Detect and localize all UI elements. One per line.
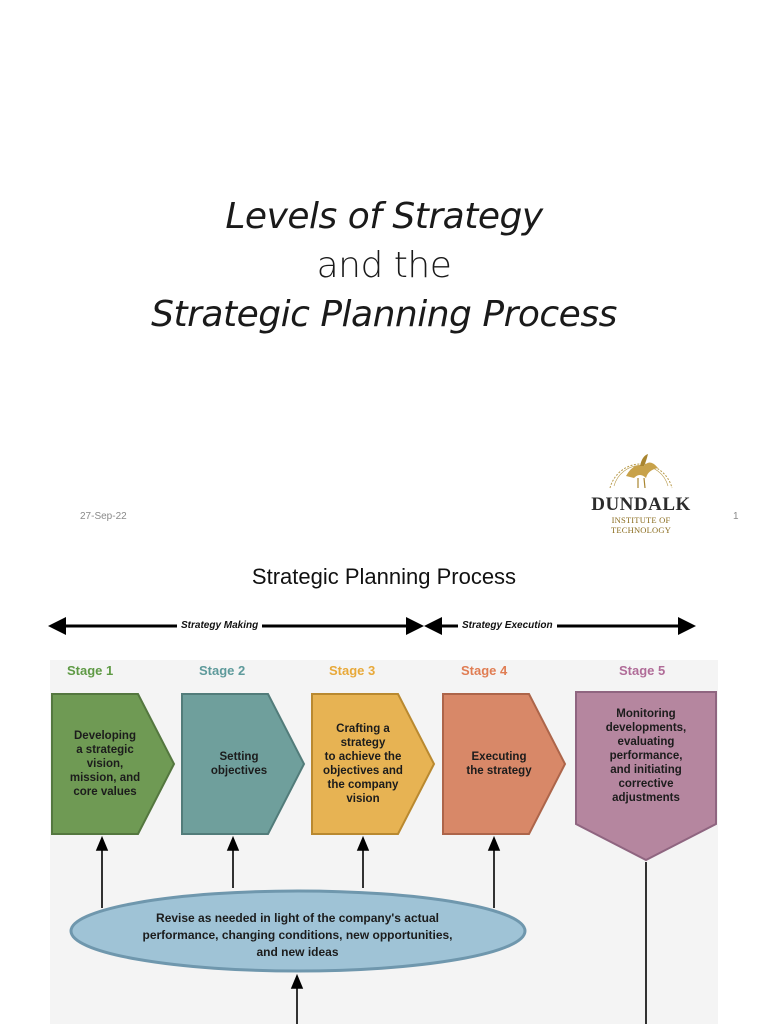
strategy-execution-label: Strategy Execution [458,620,557,631]
stage-1-text: Developing a strategic vision, mission, … [69,730,141,798]
stage-5-label: Stage 5 [619,663,666,678]
feedback-ellipse [69,889,527,973]
title-line-2: and the [316,245,452,286]
process-slide: Strategic Planning Process [0,540,768,1024]
logo-emblem-icon [609,454,673,489]
feedback-arrows [95,835,647,1024]
stage-5-text: Monitoring developments, evaluating perf… [605,708,687,804]
stage-4-label: Stage 4 [461,663,508,678]
stage-2-text: Setting objectives [210,751,268,777]
stage-1-label: Stage 1 [67,663,114,678]
strategy-making-label: Strategy Making [177,620,263,631]
logo-name: DUNDALK [591,494,691,515]
stage-1-shape [51,693,176,835]
title-slide: Levels of Strategy and the Strategic Pla… [80,196,739,535]
title-line-3: Strategic Planning Process [151,294,617,335]
stage-4-shape [442,693,567,835]
logo-subtitle: INSTITUTE OF TECHNOLOGY [610,515,672,535]
stage-5-shape [575,691,717,862]
stage-2-shape [181,693,306,835]
process-diagram [48,617,717,1024]
page-number: 1 [733,511,739,522]
title-line-1: Levels of Strategy [225,196,543,237]
stage-3-label: Stage 3 [329,663,376,678]
slide-date: 27-Sep-22 [80,511,127,522]
stage-4-text: Executing the strategy [466,751,532,777]
stage-3-shape [311,693,436,835]
stage-2-label: Stage 2 [199,663,246,678]
slide-title: Strategic Planning Process [251,564,517,589]
feedback-text: Revise as needed in light of the company… [142,911,453,959]
stage-3-text: Crafting a strategy to achieve the objec… [323,723,403,805]
dundalk-logo: DUNDALK INSTITUTE OF TECHNOLOGY [588,436,694,535]
